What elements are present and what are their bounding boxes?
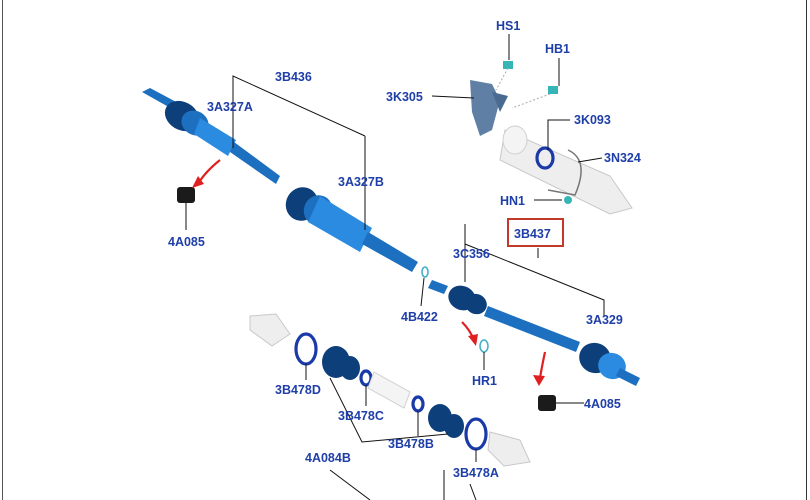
intermediate-bearing-bracket [470, 61, 633, 215]
clamp-3b478b [411, 395, 425, 413]
label-3b478c[interactable]: 3B478C [338, 409, 384, 423]
label-hn1[interactable]: HN1 [500, 194, 525, 208]
left-outer-joint [194, 118, 236, 156]
frame-left-border [2, 0, 3, 500]
label-3a327a[interactable]: 3A327A [207, 100, 253, 114]
label-3a329[interactable]: 3A329 [586, 313, 623, 327]
right-inner-boot [465, 293, 487, 315]
bearing-end-ghost [502, 125, 528, 155]
ring-hr1 [479, 339, 489, 353]
label-hs1[interactable]: HS1 [496, 19, 520, 33]
left-long-shaft [362, 232, 418, 272]
bracket-tab [492, 92, 508, 112]
bearing-seal-ring [535, 146, 555, 170]
label-4b422[interactable]: 4B422 [401, 310, 438, 324]
arrow-to-hr1-head [468, 334, 478, 346]
bolt-hs1-guide [495, 67, 509, 91]
damper-4a085-left [177, 187, 195, 203]
bracket-3k305 [470, 80, 500, 136]
label-hr1[interactable]: HR1 [472, 374, 497, 388]
circlip-4b422 [421, 266, 429, 278]
clamp-3b478d [294, 332, 318, 366]
left-inner-joint-housing [308, 196, 372, 252]
bracket-strap [547, 149, 582, 196]
arrow-to-right-damper [538, 351, 547, 379]
label-4a085-right[interactable]: 4A085 [584, 397, 621, 411]
frame-right-border [806, 0, 807, 500]
leader-4a084b [329, 377, 449, 443]
boot-4a084b-left-fold [340, 356, 360, 380]
leader-3n324 [577, 157, 603, 163]
label-3b478d[interactable]: 3B478D [275, 383, 321, 397]
label-4a085-left[interactable]: 4A085 [168, 235, 205, 249]
leader-3k305 [431, 95, 475, 99]
right-inner-stub [428, 280, 448, 294]
joint-ghost-left [249, 313, 291, 347]
bolt-hb1-guide [511, 93, 551, 109]
leader-bottom-left [329, 469, 371, 500]
leader-4b422 [420, 277, 425, 307]
boot-repair-kit [249, 313, 531, 467]
highlight-box-3b437 [507, 218, 564, 247]
leader-3b436 [232, 75, 366, 137]
right-halfshaft-assembly [428, 280, 640, 386]
label-3b478b[interactable]: 3B478B [388, 437, 434, 451]
shaft-ghost [367, 371, 411, 409]
nut-hn1-icon [564, 196, 572, 204]
left-halfshaft-assembly [142, 88, 429, 278]
label-3b437[interactable]: 3B437 [514, 227, 551, 241]
bearing-housing-ghost [499, 129, 633, 215]
right-outer-stub [616, 368, 640, 386]
left-thin-shaft [230, 142, 280, 184]
right-shaft [484, 306, 580, 352]
leader-bottom-right [469, 483, 477, 500]
arrow-to-left-damper [197, 159, 221, 185]
arrow-to-right-damper-head [533, 375, 545, 386]
label-3b478a[interactable]: 3B478A [453, 466, 499, 480]
joint-ghost-right [487, 431, 531, 467]
clamp-3b478a [464, 417, 488, 451]
label-hb1[interactable]: HB1 [545, 42, 570, 56]
damper-4a085-right [538, 395, 556, 411]
bolt-hs1-icon [503, 61, 513, 69]
leader-3b437 [464, 224, 605, 316]
label-3b436[interactable]: 3B436 [275, 70, 312, 84]
label-3n324[interactable]: 3N324 [604, 151, 641, 165]
leader-lines [185, 34, 605, 500]
bolt-hb1-icon [548, 86, 558, 94]
label-3k093[interactable]: 3K093 [574, 113, 611, 127]
boot-4a084b-right-fold [444, 414, 464, 438]
label-3a327b[interactable]: 3A327B [338, 175, 384, 189]
arrow-to-left-damper-head [192, 176, 204, 188]
label-4a084b[interactable]: 4A084B [305, 451, 351, 465]
label-3c356[interactable]: 3C356 [453, 247, 490, 261]
label-3k305[interactable]: 3K305 [386, 90, 423, 104]
leader-3k093 [547, 119, 570, 150]
